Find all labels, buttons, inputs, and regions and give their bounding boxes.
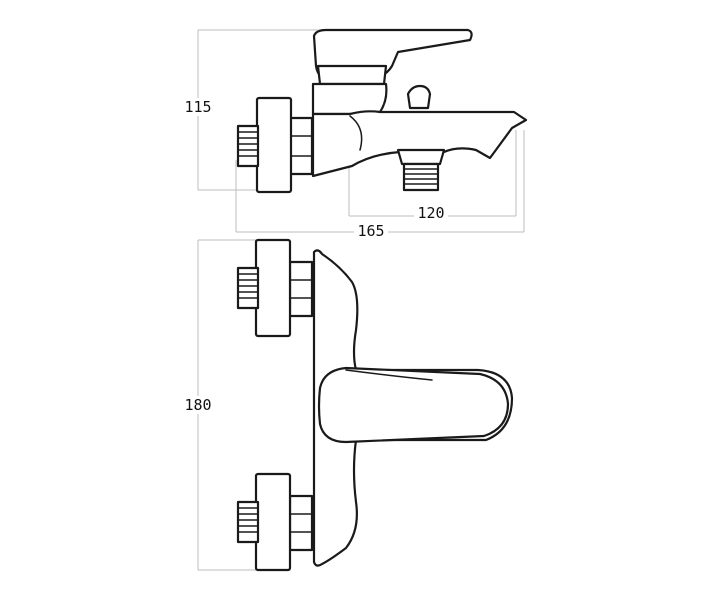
- front-upper-flange: [254, 238, 292, 338]
- side-body-block: [311, 82, 388, 116]
- dim-165-label-bg: [354, 222, 388, 240]
- dim-120-label-bg: [414, 204, 448, 222]
- front-lower-flange: [254, 472, 292, 572]
- side-flange: [255, 96, 293, 194]
- side-diverter-knob: [406, 84, 432, 110]
- side-hex-nut: [288, 116, 314, 176]
- front-lower-connection: [236, 472, 314, 572]
- front-view: [236, 238, 514, 572]
- front-upper-connection: [236, 238, 314, 338]
- front-upper-hex-nut: [288, 260, 314, 318]
- dim-180-label-bg: [183, 396, 213, 414]
- front-handle-highlight: [345, 369, 433, 381]
- dim-115-label-bg: [186, 98, 210, 116]
- side-shower-outlet: [396, 148, 446, 166]
- front-lower-hex-nut: [288, 494, 314, 552]
- side-shower-thread-body: [402, 162, 440, 192]
- dim-115-label: 115: [184, 98, 211, 116]
- dim-120-label: 120: [417, 204, 444, 222]
- side-cartridge-cap: [316, 64, 388, 86]
- side-view: [236, 28, 528, 194]
- front-handle: [317, 366, 510, 444]
- dim-165-label: 165: [357, 222, 384, 240]
- dim-180-label: 180: [184, 396, 211, 414]
- side-shower-thread: [402, 162, 440, 192]
- side-spout-body: [311, 110, 528, 178]
- side-inlet-thread-lines: [237, 131, 259, 157]
- side-spout-contour: [349, 115, 363, 151]
